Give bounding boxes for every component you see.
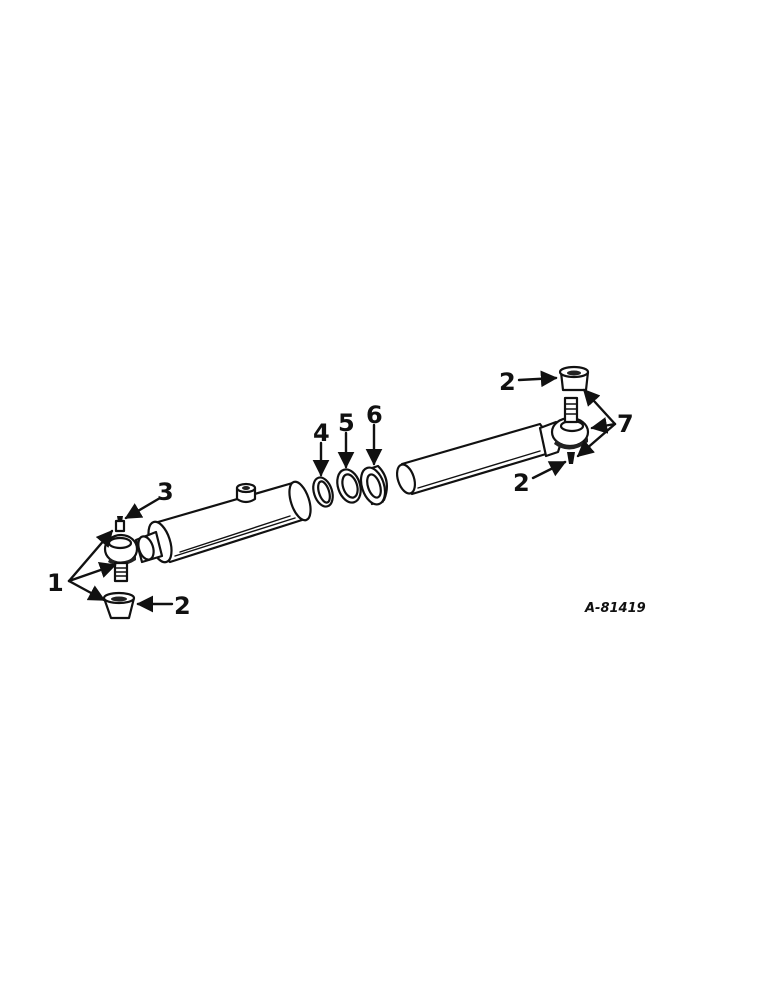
seal-ring-4 (312, 476, 334, 508)
callout-labels: 1 2 3 4 5 6 2 7 2 (47, 368, 634, 620)
callout-1: 1 (47, 569, 64, 597)
left-ball-joint-end (103, 516, 164, 583)
leader-lines (67, 370, 617, 613)
callout-5: 5 (338, 409, 355, 437)
callout-3: 3 (157, 478, 174, 506)
right-dust-boot (558, 365, 590, 392)
callout-7: 7 (617, 410, 634, 438)
right-rod-end (538, 396, 590, 464)
callout-2-lower-left: 2 (174, 592, 191, 620)
figure-id-label: A-81419 (584, 601, 646, 616)
callout-6: 6 (366, 401, 383, 429)
seal-ring-5 (336, 468, 362, 504)
gland-nut-6 (359, 464, 389, 506)
callout-2-lower-right: 2 (513, 469, 530, 497)
callout-4: 4 (313, 419, 330, 447)
callout-2-upper-right: 2 (499, 368, 516, 396)
left-dust-boot (102, 591, 136, 620)
